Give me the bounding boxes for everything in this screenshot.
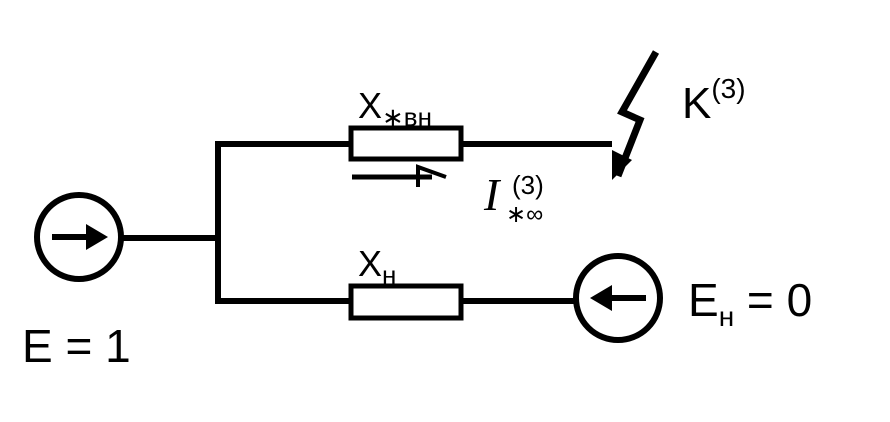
lightning-fault-icon	[612, 50, 660, 180]
current-label-sub: ∗∞	[506, 201, 543, 228]
wires	[122, 141, 612, 304]
right-arrow-icon	[52, 224, 108, 250]
source-right-label: Eн = 0	[688, 274, 812, 332]
current-label-main: I	[483, 169, 502, 220]
wire-branch-bus	[215, 141, 350, 304]
resistor-top-label: X∗вн	[358, 85, 432, 132]
current-label-sup: (3)	[512, 170, 544, 200]
source-right	[573, 253, 663, 343]
resistor-top	[348, 125, 464, 162]
source-left	[34, 192, 124, 282]
current-arrow-icon	[352, 164, 447, 187]
source-left-label: E = 1	[22, 320, 131, 372]
resistor-bottom-label: Xн	[358, 243, 396, 290]
left-arrow-icon	[590, 285, 646, 311]
resistor-bottom	[348, 283, 464, 321]
fault-label: K(3)	[682, 73, 746, 128]
